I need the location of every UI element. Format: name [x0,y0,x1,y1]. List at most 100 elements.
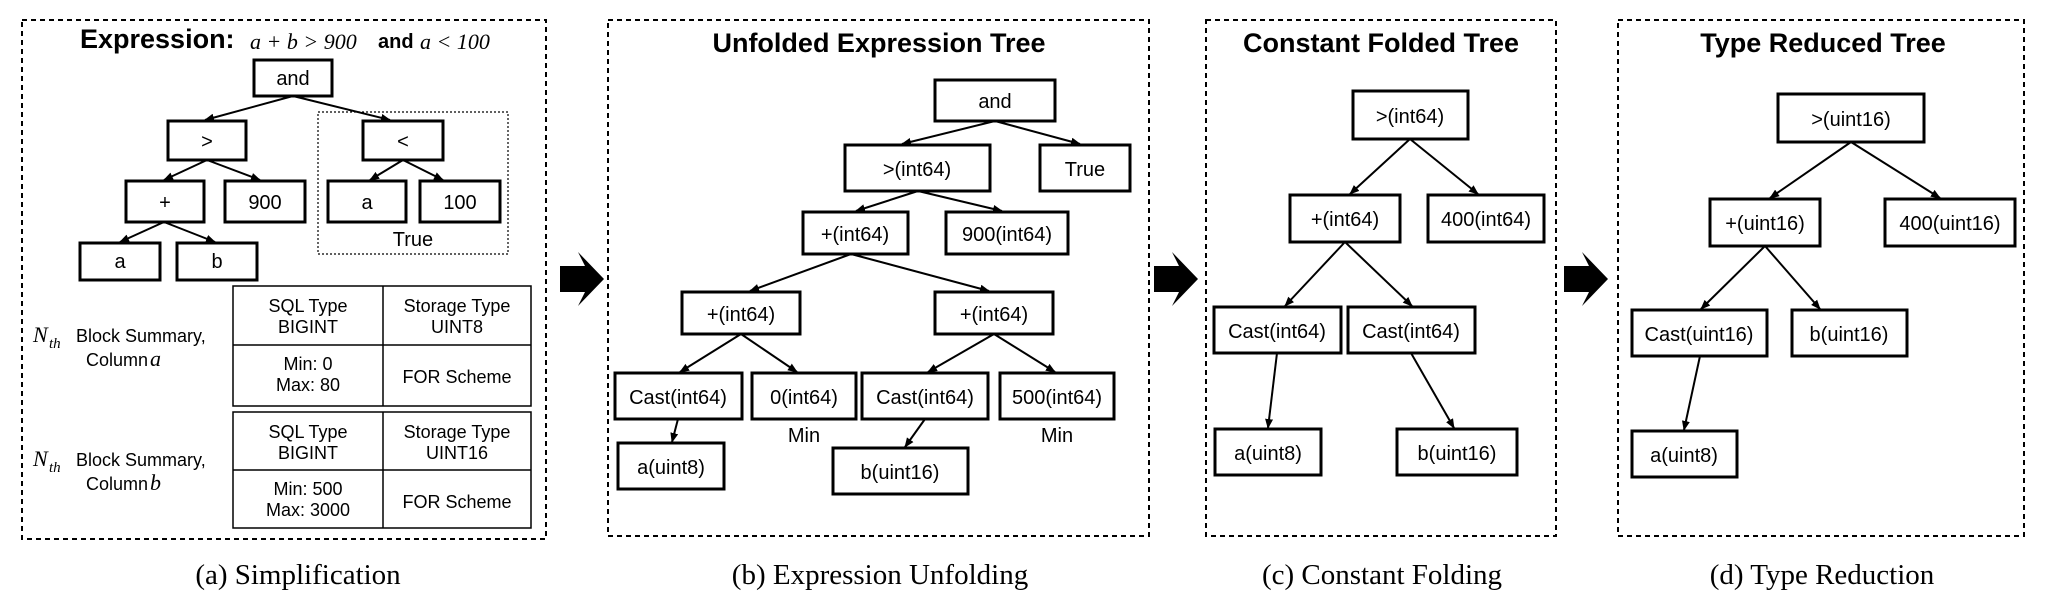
caption-b: (b) Expression Unfolding [732,559,1028,591]
storage-type-value: UINT8 [431,317,483,337]
constant-folded-tree-title: Constant Folded Tree [1243,28,1519,58]
node-b-uint16: b(uint16) [831,446,970,496]
expression-and: and [378,31,414,53]
block-summary-column-b: N th Block Summary, Column b SQL Type BI… [32,411,532,529]
panel-c-frame [1205,19,1557,537]
node-cast-int64-right: Cast(int64) [1346,305,1477,355]
type-reduced-tree-title: Type Reduced Tree [1700,28,1946,58]
svg-text:a(uint8): a(uint8) [1234,443,1302,465]
caption-d: (d) Type Reduction [1710,559,1935,591]
edge [1681,355,1701,431]
min-label-left: Min [788,425,820,447]
edge [119,221,165,243]
node-greater-than-uint16: >(uint16) [1776,92,1926,144]
thick-right-arrow-icon [1154,252,1198,306]
edge [402,159,444,181]
svg-text:+: + [159,192,171,214]
svg-text:900: 900 [248,192,281,214]
caption-a: (a) Simplification [195,559,401,591]
panel-b-edges [670,120,1081,448]
svg-text:>(uint16): >(uint16) [1811,109,1891,131]
max-value: Max: 80 [276,375,340,395]
max-value: Max: 3000 [266,500,350,520]
true-group-frame [317,111,509,255]
svg-text:+(int64): +(int64) [707,304,775,326]
edge [1700,245,1766,310]
node-greater-than-int64: >(int64) [843,143,992,193]
min-label-right: Min [1041,425,1073,447]
node-100: 100 [418,179,502,224]
edge [749,253,852,292]
node-plus-int64: +(int64) [1288,193,1402,244]
svg-text:a(uint8): a(uint8) [637,457,705,479]
edge [927,333,995,373]
summary-variable: b [150,470,161,495]
edge [994,120,1081,146]
sql-type-label: SQL Type [268,422,347,442]
svg-text:+(int64): +(int64) [1311,209,1379,231]
panel-constant-folding: Constant Folded Tree >(int64) +(int64) 4… [1205,19,1557,591]
svg-text:>: > [201,131,213,153]
panel-expression-unfolding: Unfolded Expression Tree and >(int64) Tr… [607,19,1150,591]
svg-text:Cast(uint16): Cast(uint16) [1645,324,1754,346]
nth-subscript: th [49,460,61,476]
edge [1850,141,1941,199]
panel-simplification: Expression: a + b > 900 and a < 100 and … [21,19,547,591]
node-less-than: < [361,119,445,162]
svg-text:400(int64): 400(int64) [1441,209,1531,231]
edge [1349,138,1411,195]
edge [1410,352,1455,429]
edge [901,120,996,146]
edge [1764,245,1821,310]
panel-type-reduction: Type Reduced Tree >(uint16) +(uint16) 40… [1617,19,2025,591]
node-b-uint16: b(uint16) [1395,427,1519,477]
true-label: True [393,229,433,251]
node-plus-uint16: +(uint16) [1708,197,1822,248]
panel-a-frame [21,19,547,540]
node-plus-int64-left: +(int64) [680,290,802,336]
node-a-leaf: a [78,241,162,282]
svg-text:a: a [114,251,126,273]
sql-type-value: BIGINT [278,443,338,463]
summary-table [232,285,532,407]
block-summary-column-a: N th Block Summary, Column a SQL Type BI… [32,285,532,407]
edge [1284,241,1346,307]
node-cast-int64-left: Cast(int64) [1212,305,1343,355]
svg-text:500(int64): 500(int64) [1012,387,1102,409]
edge [670,418,679,443]
svg-text:+(int64): +(int64) [821,224,889,246]
storage-type-value: UINT16 [426,443,488,463]
panel-d-edges [1681,141,1941,431]
svg-text:100: 100 [443,192,476,214]
svg-text:<: < [397,131,409,153]
edge [917,190,1003,213]
edge [163,221,216,243]
node-cast-int64-left: Cast(int64) [613,371,744,421]
node-400-int64: 400(int64) [1426,193,1546,244]
summary-variable: a [150,346,161,371]
caption-c: (c) Constant Folding [1262,559,1502,591]
edge [1344,241,1413,307]
edge [163,159,208,181]
edge [904,418,926,448]
min-value: Min: 0 [283,354,332,374]
sql-type-label: SQL Type [268,296,347,316]
svg-text:b(uint16): b(uint16) [861,462,940,484]
node-cast-uint16: Cast(uint16) [1630,308,1769,358]
edge [679,333,742,373]
svg-text:Cast(int64): Cast(int64) [629,387,727,409]
sql-type-value: BIGINT [278,317,338,337]
node-plus: + [124,179,206,224]
svg-text:b(uint16): b(uint16) [1810,324,1889,346]
node-a-uint8: a(uint8) [1630,429,1739,479]
node-zero-int64: 0(int64) [750,371,858,421]
node-plus-int64-top: +(int64) [801,210,910,256]
nth-subscript: th [49,336,61,352]
storage-type-label: Storage Type [404,422,511,442]
storage-type-label: Storage Type [404,296,511,316]
edge [206,159,261,181]
edge [740,333,798,373]
node-900: 900 [223,179,307,224]
edge [850,253,990,293]
